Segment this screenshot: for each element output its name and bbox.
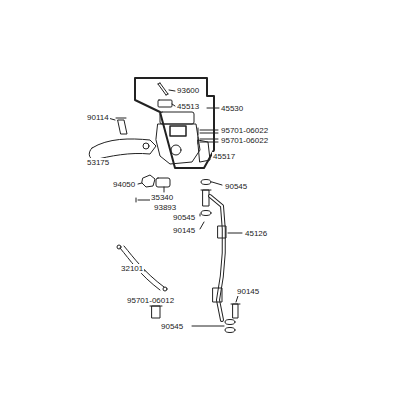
wire-end	[163, 287, 167, 291]
leader-line	[200, 214, 201, 216]
screw	[136, 198, 150, 202]
callout-number: 35340	[150, 193, 174, 202]
callout-number: 90145	[172, 226, 196, 235]
washer	[225, 320, 235, 325]
leader-line	[207, 108, 219, 109]
callout-number: 53175	[86, 158, 110, 167]
callout-number: 90545	[160, 322, 184, 331]
cap-plate	[158, 100, 172, 107]
outlet	[171, 145, 181, 155]
washer	[201, 211, 211, 216]
pivot-bolt	[116, 118, 127, 134]
reservoir-cap	[160, 112, 194, 124]
washer	[201, 180, 211, 185]
leader-line	[192, 326, 224, 327]
callout-number: 45513	[176, 102, 200, 111]
callout-number: 94050	[112, 180, 136, 189]
reservoir-window	[170, 126, 186, 136]
hose-fitting	[218, 226, 226, 238]
cylinder-body	[156, 124, 200, 164]
bolt	[198, 128, 218, 144]
leader-line	[164, 187, 165, 192]
group-outline	[135, 78, 214, 168]
callout-number: 45530	[220, 104, 244, 113]
hose-fitting	[213, 288, 222, 302]
callout-number: 93600	[176, 86, 200, 95]
brake-hose-inner	[210, 196, 224, 320]
callout-number: 90545	[224, 182, 248, 191]
leader-line	[169, 90, 175, 91]
callout-number: 90545	[172, 213, 196, 222]
brake-hose	[210, 196, 224, 320]
callout-number: 45517	[212, 152, 236, 161]
callout-number: 90114	[86, 113, 110, 122]
switch-wire	[120, 246, 164, 290]
leader-line	[138, 183, 142, 184]
wire-end	[117, 245, 121, 249]
brake-switch	[156, 178, 170, 187]
callout-number: 95701-06022	[220, 126, 269, 135]
callout-number: 93893	[153, 203, 177, 212]
bolt	[150, 306, 162, 318]
banjo-bolt	[231, 304, 240, 318]
nut	[142, 175, 155, 187]
callout-number: 45126	[244, 229, 268, 238]
leader-line	[172, 104, 175, 106]
lever-pivot	[143, 143, 149, 149]
pin	[158, 83, 168, 95]
callout-number: 95701-06012	[126, 296, 175, 305]
brake-lever	[89, 139, 156, 160]
callout-number: 32101	[120, 264, 144, 273]
leader-line	[236, 296, 238, 302]
leader-line	[200, 222, 204, 229]
callout-number: 95701-06022	[220, 136, 269, 145]
clamp	[198, 140, 210, 162]
leader-line	[212, 182, 222, 185]
washer	[225, 328, 235, 333]
leader-line	[228, 233, 242, 234]
callout-number: 90145	[236, 287, 260, 296]
